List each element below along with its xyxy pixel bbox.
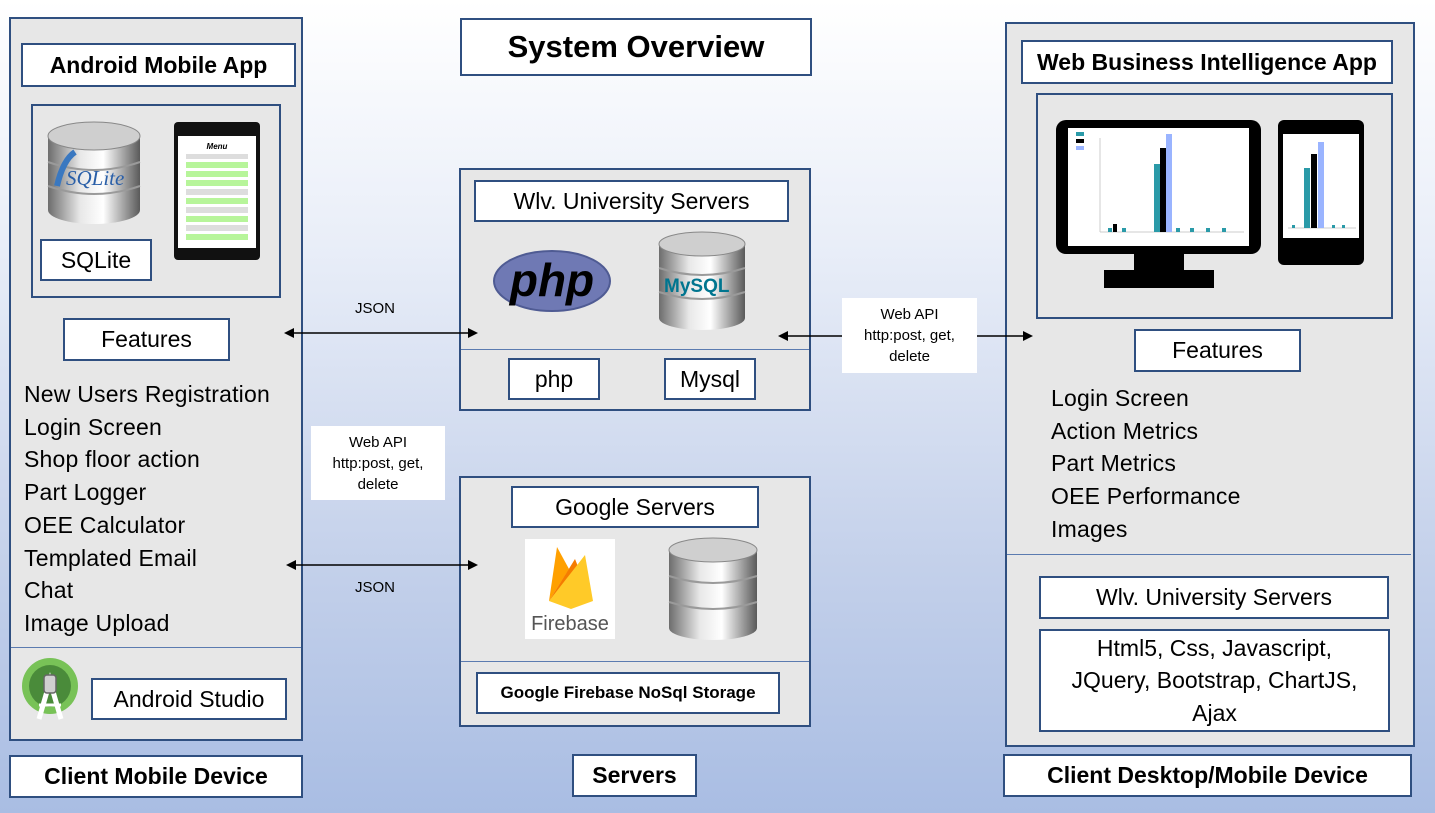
tech-line: Html5, Css, Javascript, [1096, 634, 1333, 661]
android-studio-icon [19, 657, 81, 723]
feature-item: Image Upload [24, 609, 170, 636]
right-wlv-servers-label: Wlv. University Servers [1039, 576, 1389, 619]
php-logo-icon [492, 250, 612, 312]
php-label: php [508, 358, 600, 400]
php-logo-text: php [509, 254, 595, 306]
sqlite-logo-text: SQLite [66, 166, 125, 190]
webapi-line: delete [889, 348, 930, 365]
json-bottom-label: JSON [355, 579, 396, 596]
feature-item: OEE Performance [1051, 483, 1241, 510]
left-features-list: New Users Registration Login Screen Shop… [24, 378, 299, 640]
page-title: System Overview [460, 18, 812, 76]
mysql-database-icon [656, 230, 748, 332]
tech-line: JQuery, Bootstrap, ChartJS, [1071, 667, 1358, 694]
firebase-logo-icon: Firebase [525, 539, 615, 639]
phone-menu-item [186, 171, 248, 177]
feature-item: Images [1051, 515, 1128, 542]
phone-menu-item [186, 234, 248, 240]
phone-menu-title: Menu [206, 142, 228, 151]
google-database-icon [666, 536, 760, 642]
feature-item: Chat [24, 577, 74, 604]
firebase-storage-label: Google Firebase NoSql Storage [476, 672, 780, 714]
android-app-header: Android Mobile App [21, 43, 296, 87]
webapi-line: Web API [348, 433, 408, 451]
webapi-line: delete [357, 475, 399, 493]
desktop-monitor-icon [1056, 120, 1261, 288]
phone-menu-item [186, 162, 248, 168]
feature-item: Part Logger [24, 479, 147, 506]
web-bi-header: Web Business Intelligence App [1021, 40, 1393, 84]
phone-screen: Menu [178, 136, 256, 248]
feature-item: Templated Email [24, 544, 198, 571]
client-desktop-footer: Client Desktop/Mobile Device [1003, 754, 1412, 797]
feature-item: New Users Registration [24, 381, 270, 407]
feature-item: Login Screen [1051, 385, 1189, 411]
webapi-left-note: Web API http:post, get, delete [311, 426, 445, 500]
left-divider [11, 647, 301, 648]
json-top-label: JSON [355, 300, 396, 317]
phone-menu-item [186, 225, 248, 231]
webapi-line: Web API [880, 306, 939, 323]
client-mobile-device-footer: Client Mobile Device [9, 755, 303, 798]
feature-item: Login Screen [24, 413, 162, 440]
google-divider [461, 661, 809, 662]
android-phone-screenshot: Menu [174, 122, 260, 260]
feature-item: Action Metrics [1051, 417, 1199, 444]
right-features-list: Login Screen Action Metrics Part Metrics… [1051, 382, 1381, 546]
phone-menu-item [186, 154, 248, 159]
webapi-line: http:post, get, [332, 454, 424, 472]
mobile-device-icon [1278, 120, 1364, 265]
left-features-label: Features [63, 318, 230, 361]
firebase-logo-text: Firebase [531, 613, 609, 635]
wlv-servers-header: Wlv. University Servers [474, 180, 789, 222]
mysql-label: Mysql [664, 358, 756, 400]
feature-item: OEE Calculator [24, 511, 186, 538]
tech-stack-box: Html5, Css, Javascript, JQuery, Bootstra… [1039, 629, 1390, 732]
android-studio-label: Android Studio [91, 678, 287, 720]
webapi-right-note: Web API http:post, get, delete [842, 298, 977, 373]
servers-footer: Servers [572, 754, 697, 797]
phone-menu-item [186, 189, 248, 195]
sqlite-label: SQLite [40, 239, 152, 281]
right-features-label: Features [1134, 329, 1301, 372]
right-divider [1007, 554, 1411, 555]
feature-item: Shop floor action [24, 446, 201, 473]
phone-menu-item [186, 207, 248, 213]
phone-menu-item [186, 180, 248, 186]
phone-menu-item [186, 198, 248, 204]
webapi-line: http:post, get, [864, 327, 955, 344]
sqlite-database-icon [45, 120, 143, 226]
phone-menu-item [186, 216, 248, 222]
wlv-divider [461, 349, 809, 350]
tech-line: Ajax [1192, 699, 1237, 726]
mysql-logo-text: MySQL [664, 276, 730, 297]
feature-item: Part Metrics [1051, 450, 1177, 477]
google-servers-header: Google Servers [511, 486, 759, 528]
